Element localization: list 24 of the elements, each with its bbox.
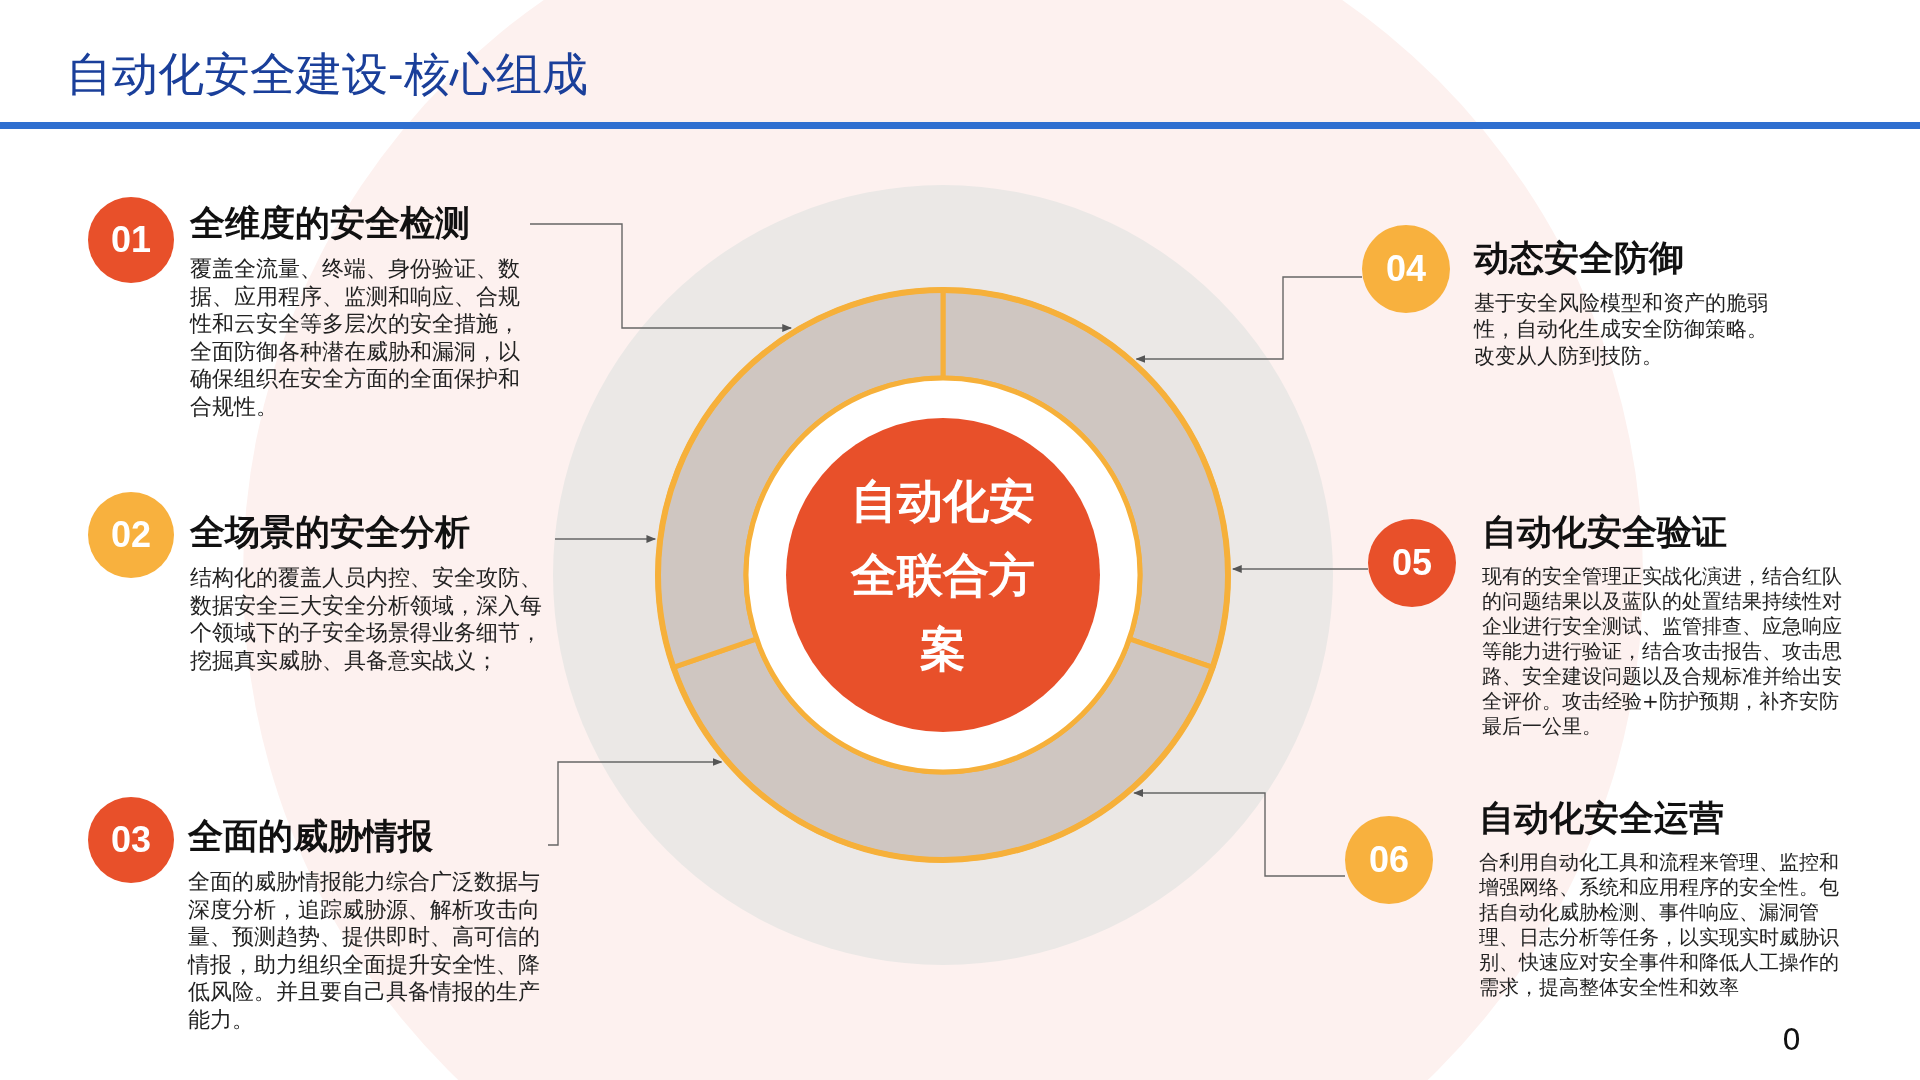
- core-title: 自动化安全联合方案: [849, 473, 1036, 678]
- section-description: 基于安全风险模型和资产的脆弱性，自动化生成安全防御策略。改变从人防到技防。: [1474, 290, 1769, 369]
- section-description: 覆盖全流量、终端、身份验证、数据、应用程序、监测和响应、合规性和云安全等多层次的安全措施，全面防御各种潜在威胁和漏洞，以确保组织在安全方面的全面保护和合规性。: [190, 255, 521, 420]
- leader-arrow: [1135, 276, 1363, 363]
- section-description: 全面的威胁情报能力综合广泛数据与深度分析，追踪威胁源、解析攻击向量、预测趋势、提供即时、高可信的情报，助力组织全面提升安全性、降低风险。并且要自己具备情报的生产能力。: [188, 868, 541, 1033]
- leader-arrow: [554, 535, 657, 543]
- section-description: 结构化的覆盖人员内控、安全攻防、数据安全三大安全分析领域，深入每个领域下的子安全场景得业务细节，挖掘真实威胁、具备意实战义；: [190, 564, 543, 674]
- leader-arrow: [547, 758, 723, 846]
- section-heading: 自动化安全验证: [1482, 511, 1728, 554]
- number-badge: 03: [88, 797, 174, 883]
- section-description: 现有的安全管理正实战化演进，结合红队的问题结果以及蓝队的处置结果持续性对企业进行安全测试、监管排查、应急响应等能力进行验证，结合攻击报告、攻击思路、安全建设问题以及合规标准并给出安全评价。攻击经验+防护预期，补齐安防最后一公里。: [1482, 564, 1843, 739]
- leader-arrow: [529, 223, 792, 332]
- page-title: 自动化安全建设-核心组成: [66, 46, 588, 103]
- section-description: 合利用自动化工具和流程来管理、监控和增强网络、系统和应用程序的安全性。包括自动化威胁检测、事件响应、漏洞管理、日志分析等任务，以实现实时威胁识别、快速应对安全事件和降低人工操作的需求，提高整体安全性和效率: [1479, 850, 1840, 1000]
- number-badge: 01: [88, 197, 174, 283]
- section-heading: 全场景的安全分析: [190, 511, 471, 554]
- section-heading: 全维度的安全检测: [190, 202, 471, 245]
- page-number: 0: [1782, 1022, 1802, 1057]
- number-badge: 02: [88, 492, 174, 578]
- section-heading: 动态安全防御: [1474, 237, 1685, 280]
- leader-arrow: [1133, 789, 1346, 877]
- leader-arrow: [1231, 565, 1369, 573]
- section-heading: 全面的威胁情报: [188, 815, 434, 858]
- section-heading: 自动化安全运营: [1479, 797, 1725, 840]
